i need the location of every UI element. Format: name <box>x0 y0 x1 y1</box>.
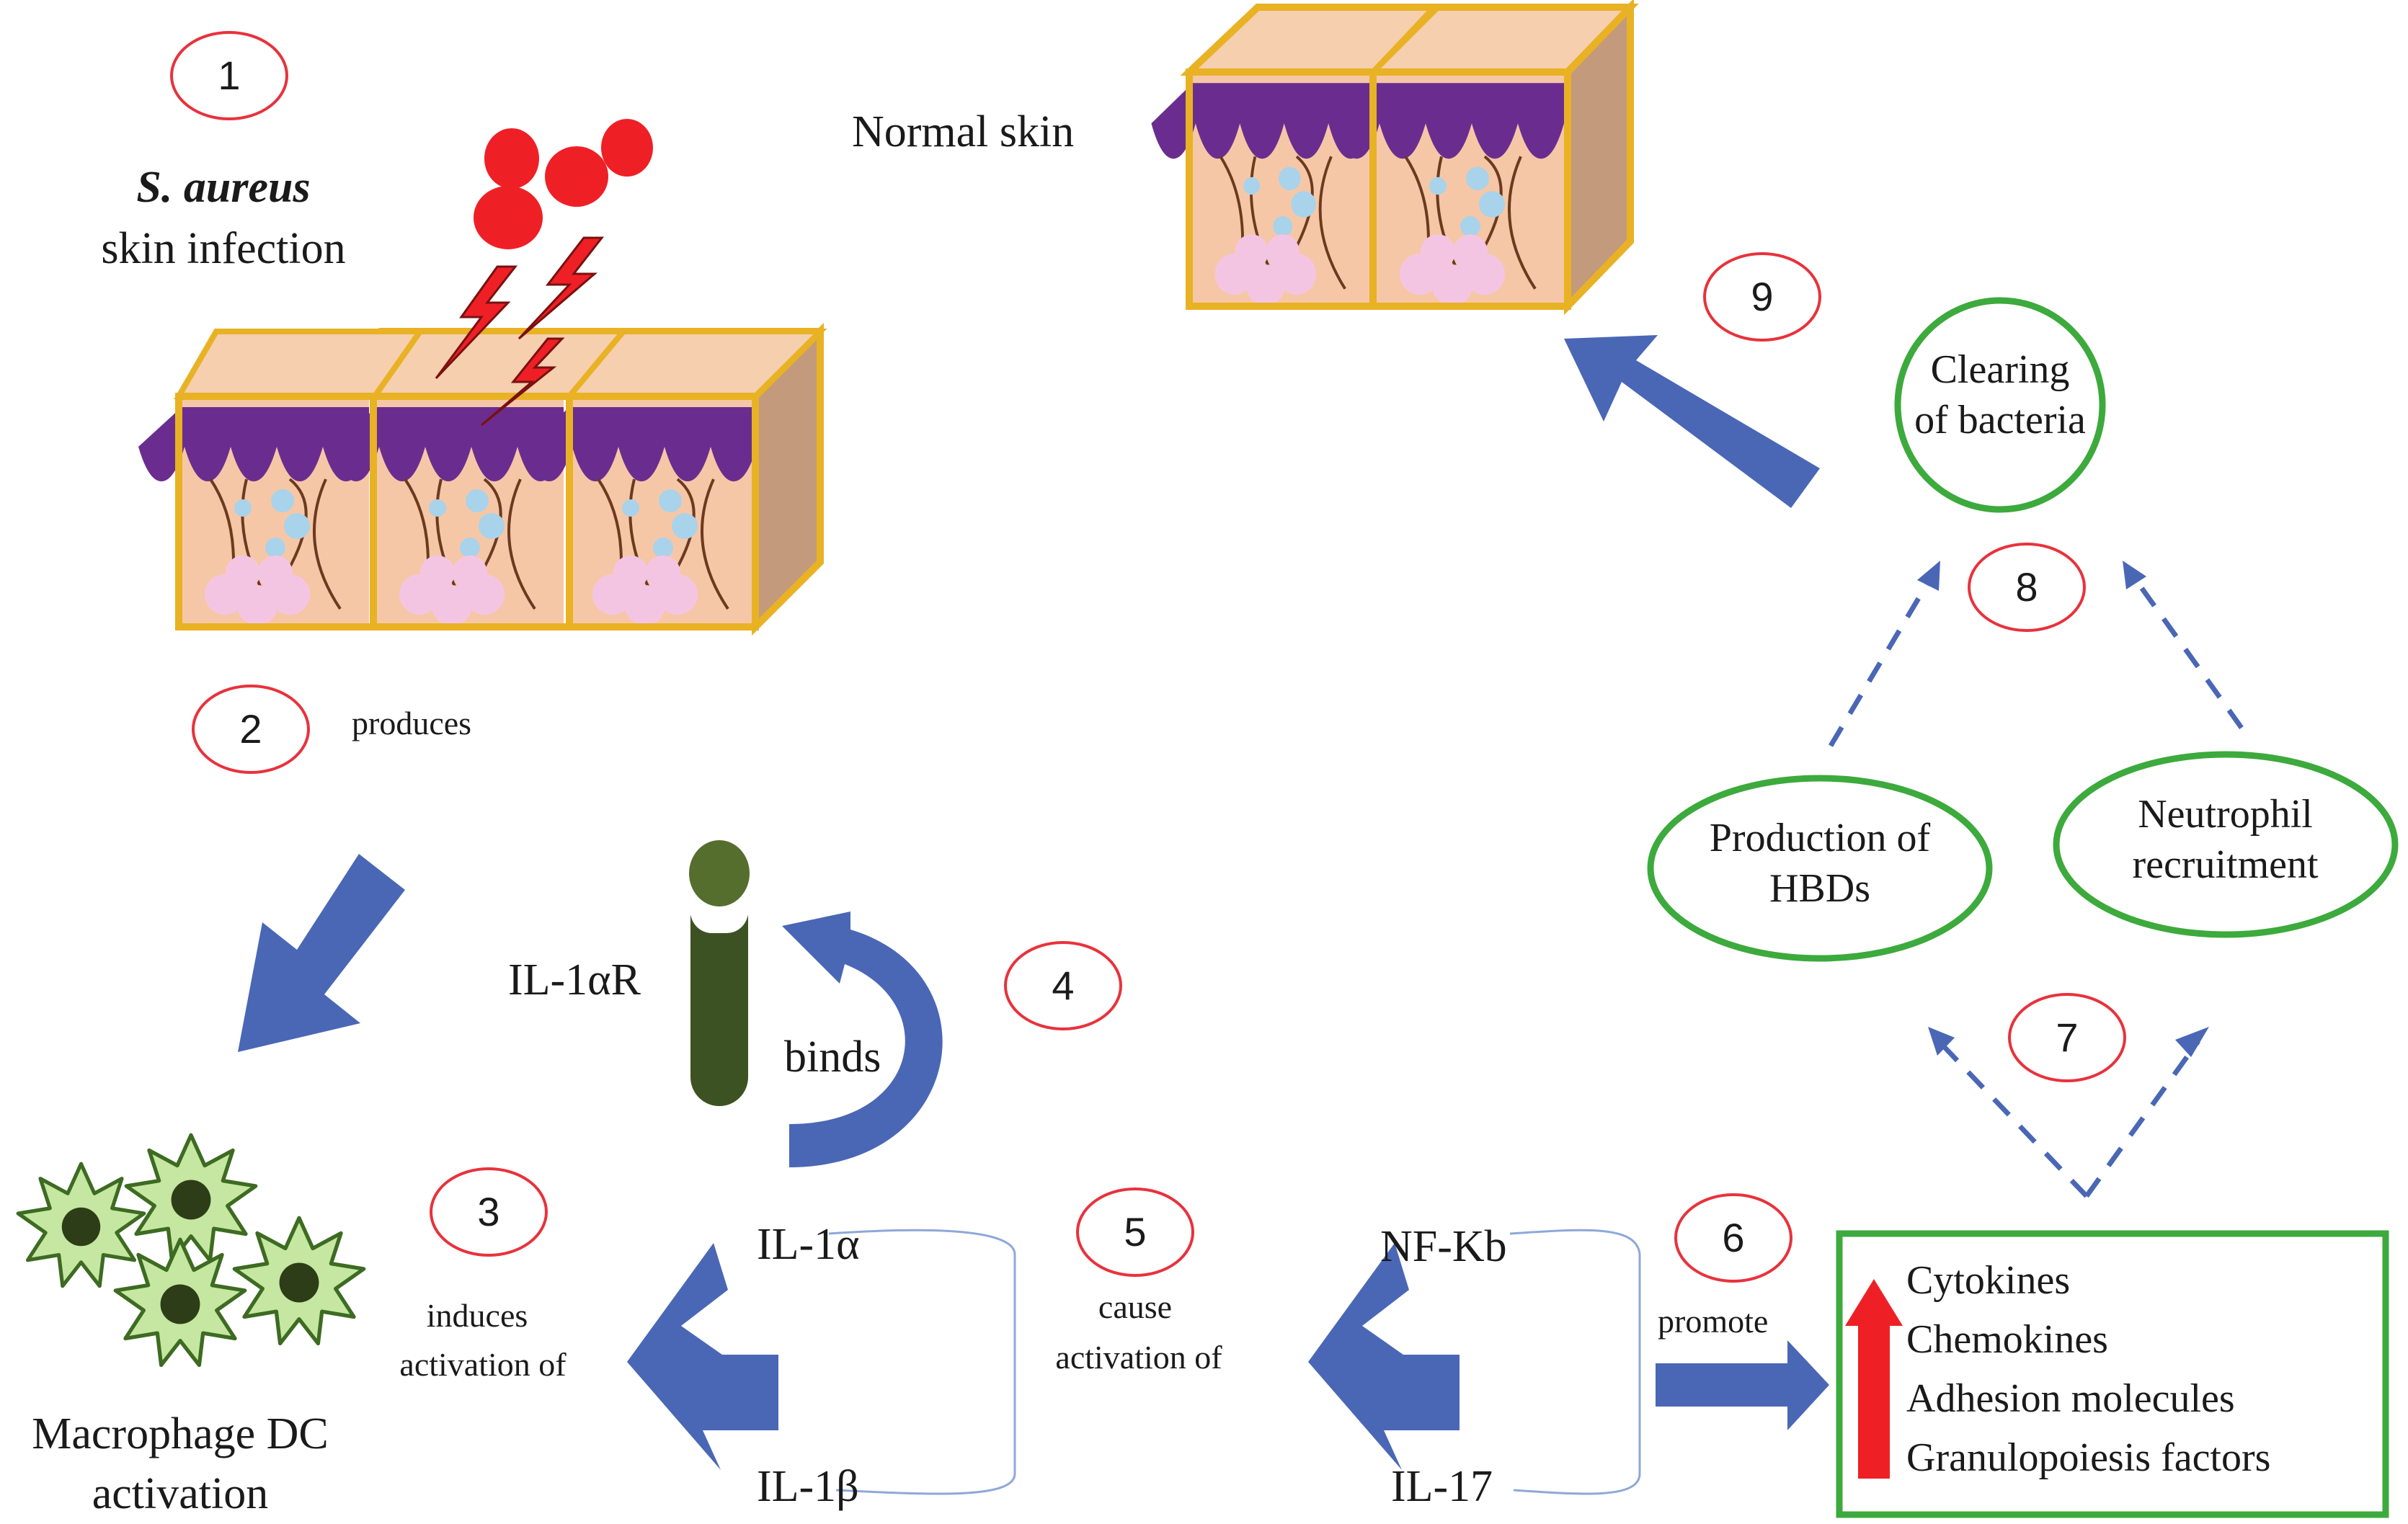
infection-label: skin infection <box>101 224 346 273</box>
clearing-line2: of bacteria <box>1914 398 2086 442</box>
organism-label: S. aureus <box>136 163 311 212</box>
step-circles <box>170 31 2126 1283</box>
il1a-label: IL-1α <box>757 1220 860 1269</box>
nfkb-label: NF-Kb <box>1380 1222 1507 1271</box>
macrophage-cells <box>18 1135 364 1365</box>
induces-label-line2: activation of <box>399 1346 567 1383</box>
step-3-number: 3 <box>477 1189 500 1234</box>
mediator-item: Cytokines <box>1906 1258 2071 1303</box>
arrow-to-normal-skin <box>1564 335 1820 508</box>
lightning-bolt-icon <box>435 236 605 427</box>
bacteria-cluster <box>474 119 653 249</box>
arrow-binds <box>782 912 943 1167</box>
step-9-number: 9 <box>1751 274 1774 319</box>
dashed-arrowheads-8 <box>1917 561 2146 591</box>
mediator-item: Chemokines <box>1906 1317 2108 1362</box>
neutrophil-line2: recruitment <box>2132 842 2319 887</box>
infected-skin-block <box>137 322 827 636</box>
il1-receptor <box>689 840 750 1106</box>
chevron-arrow-nfkb <box>1308 1243 1460 1470</box>
step-2-number: 2 <box>239 706 262 752</box>
step-1-number: 1 <box>218 53 241 98</box>
node-hbd-production <box>1647 775 1993 962</box>
mediator-item: Granulopoiesis factors <box>1906 1435 2271 1480</box>
hbd-line1: Production of <box>1709 816 1931 860</box>
increase-arrow-icon <box>1845 1279 1903 1479</box>
node-neutrophil-recruitment <box>2053 751 2399 938</box>
neutrophil-text: Neutrophil recruitment <box>2061 789 2389 890</box>
arrow-produces <box>238 854 405 1052</box>
mediators-list: Cytokines Chemokines Adhesion molecules … <box>1906 1251 2270 1487</box>
promote-label: promote <box>1658 1303 1769 1340</box>
bracket-nfkb <box>1509 1229 1641 1495</box>
step-8-number: 8 <box>2015 564 2038 610</box>
normal-skin-label: Normal skin <box>852 107 1075 156</box>
bracket-il1 <box>828 1229 1016 1495</box>
clearing-line1: Clearing <box>1930 347 2070 392</box>
step-6-number: 6 <box>1722 1215 1745 1260</box>
hbd-text: Production of HBDs <box>1658 813 1982 914</box>
neutrophil-line1: Neutrophil <box>2138 792 2313 837</box>
dashed-arrows-8 <box>1828 574 2244 747</box>
induces-label-line1: induces <box>426 1297 528 1334</box>
produces-label: produces <box>352 705 472 741</box>
step-5-number: 5 <box>1124 1209 1147 1255</box>
node-clearing-bacteria <box>1894 297 2106 513</box>
il1b-label: IL-1β <box>757 1462 859 1511</box>
binds-label: binds <box>784 1033 881 1082</box>
normal-skin-block <box>1151 0 1639 316</box>
mediator-item: Adhesion molecules <box>1906 1376 2235 1421</box>
hbd-line2: HBDs <box>1769 866 1871 911</box>
cause-label-line2: activation of <box>1055 1339 1222 1376</box>
mediators-box <box>1836 1230 2389 1518</box>
step-7-number: 7 <box>2056 1015 2079 1060</box>
macrophage-label-line1: Macrophage DC <box>32 1409 329 1458</box>
receptor-label: IL-1αR <box>508 955 641 1004</box>
step-4-number: 4 <box>1052 963 1075 1008</box>
cause-label-line1: cause <box>1098 1288 1173 1325</box>
clearing-text: Clearing of bacteria <box>1899 344 2101 445</box>
arrow-promote <box>1656 1340 1829 1430</box>
macrophage-label-line2: activation <box>92 1469 269 1518</box>
dashed-arrowheads-7 <box>1928 1027 2209 1057</box>
dashed-arrows-7 <box>1937 1039 2200 1198</box>
chevron-arrow-il1 <box>627 1243 778 1470</box>
il17-label: IL-17 <box>1391 1462 1493 1511</box>
